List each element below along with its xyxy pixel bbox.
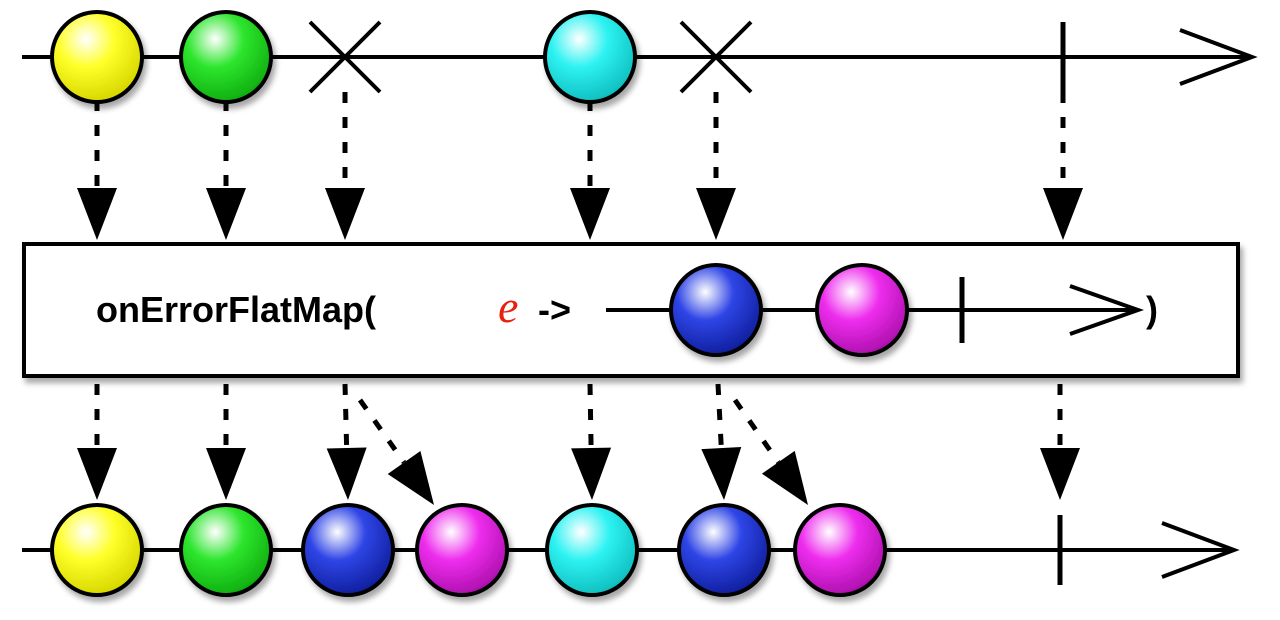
dotted-arrow	[571, 383, 612, 500]
inner-marble-magenta	[815, 263, 909, 357]
operator-param: e	[498, 281, 518, 332]
result-marble-yellow	[50, 503, 144, 597]
dotted-arrow	[326, 383, 367, 500]
source-error-mark	[308, 20, 382, 94]
operator-lambda-arrow: ->	[538, 289, 571, 330]
dotted-arrow	[732, 398, 808, 505]
result-marble-magenta	[415, 503, 509, 597]
error-stroke	[679, 20, 753, 94]
arrowhead	[570, 188, 610, 240]
source-error-mark	[679, 20, 753, 94]
arrowhead	[206, 448, 246, 500]
source-events	[50, 10, 1066, 104]
dotted-line	[715, 383, 724, 449]
result-marble-blue	[677, 503, 771, 597]
dotted-arrow	[696, 92, 736, 240]
arrowhead	[696, 188, 736, 240]
arrowhead	[701, 447, 742, 500]
source-marble-yellow	[50, 10, 144, 104]
source-marble-green	[179, 10, 273, 104]
arrowhead	[571, 447, 612, 500]
inner-marble-blue	[669, 263, 763, 357]
dotted-arrow	[206, 384, 246, 500]
arrowhead	[387, 450, 434, 505]
dotted-line	[587, 383, 594, 449]
dotted-line	[342, 383, 350, 449]
arrowhead	[77, 448, 117, 500]
connector-arrows	[77, 92, 1083, 505]
error-stroke	[308, 20, 382, 94]
inner-events	[669, 263, 965, 357]
dotted-arrow	[77, 384, 117, 500]
arrowhead	[326, 447, 367, 500]
operator-close-paren: )	[1146, 289, 1158, 330]
dotted-arrow	[1043, 92, 1083, 240]
dotted-arrow	[701, 383, 742, 500]
arrowhead	[1040, 448, 1080, 500]
arrowhead	[77, 188, 117, 240]
result-events	[50, 503, 1063, 597]
dotted-arrow	[325, 92, 365, 240]
result-marble-magenta	[793, 503, 887, 597]
source-timeline-arrowhead	[1179, 28, 1258, 86]
arrowhead	[206, 188, 246, 240]
arrowhead	[761, 450, 808, 505]
operator-name: onErrorFlatMap(	[96, 289, 376, 330]
arrowhead	[325, 188, 365, 240]
result-marble-blue	[301, 503, 395, 597]
dotted-line	[732, 398, 781, 464]
dotted-arrow	[357, 398, 434, 505]
dotted-arrow	[570, 100, 610, 240]
result-timeline-arrowhead	[1161, 521, 1240, 579]
dotted-arrow	[77, 100, 117, 240]
operator-box: onErrorFlatMap( e -> )	[22, 242, 1240, 378]
arrowhead	[1043, 188, 1083, 240]
dotted-arrow	[206, 100, 246, 240]
source-marble-cyan	[543, 10, 637, 104]
inner-timeline-arrowhead	[1069, 284, 1145, 336]
result-marble-green	[179, 503, 273, 597]
dotted-arrow	[1040, 384, 1080, 500]
dotted-line	[357, 398, 407, 464]
result-marble-cyan	[545, 503, 639, 597]
